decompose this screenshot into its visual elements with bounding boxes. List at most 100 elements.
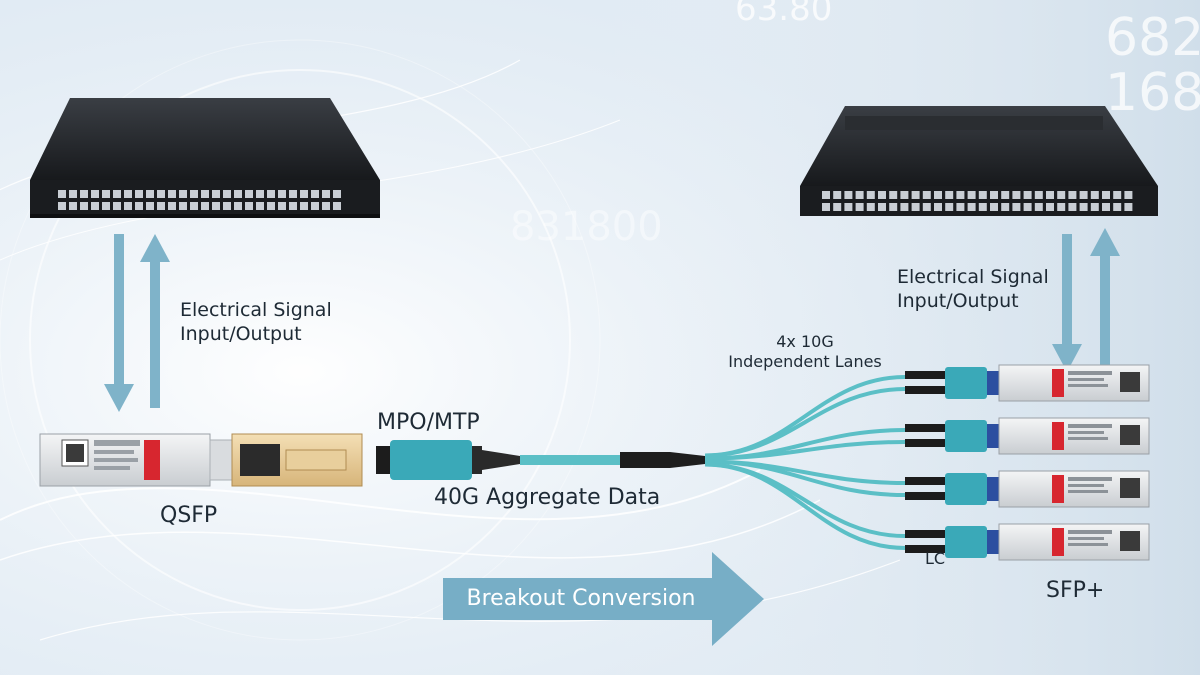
right-signal-label: Electrical Signal Input/Output [897, 265, 1049, 313]
switch-port [945, 203, 954, 211]
watermark-number: 63.80 [735, 0, 832, 29]
sfp-brand-tag [1052, 422, 1064, 450]
switch-port [146, 202, 154, 210]
switch-port [833, 203, 842, 211]
switch-port [889, 203, 898, 211]
switch-port [157, 202, 165, 210]
sfp-latch [987, 477, 999, 501]
mpo-mtp-label: MPO/MTP [377, 410, 480, 435]
switch-port [1057, 203, 1066, 211]
sfp-stack [905, 364, 1150, 561]
lanes-line1: 4x 10G [776, 332, 834, 351]
breakout-fiber [704, 462, 906, 538]
breakout-arrow-icon [443, 552, 764, 646]
switch-port [1001, 203, 1010, 211]
lanes-line2: Independent Lanes [728, 352, 882, 371]
switch-port [179, 202, 187, 210]
watermark-number: 682 [1105, 8, 1200, 68]
switch-port [124, 190, 132, 198]
left-signal-label: Electrical Signal Input/Output [180, 298, 332, 346]
breakout-fanout [704, 375, 906, 550]
switch-port [967, 191, 976, 199]
switch-port [1113, 203, 1122, 211]
mpo-connector-icon [376, 440, 520, 480]
switch-port [855, 203, 864, 211]
switch-port [190, 190, 198, 198]
switch-port [190, 202, 198, 210]
right-switch-icon [800, 106, 1158, 216]
lc-duplex-clip [945, 526, 987, 558]
switch-port [300, 190, 308, 198]
switch-port [223, 202, 231, 210]
switch-port [990, 203, 998, 211]
switch-port [267, 190, 275, 198]
switch-port [889, 191, 898, 199]
switch-port [1034, 203, 1043, 211]
switch-port [945, 191, 954, 199]
switch-port [956, 203, 965, 211]
lc-duplex-clip [945, 420, 987, 452]
breakout-conversion-label: Breakout Conversion [466, 586, 696, 611]
switch-port [278, 190, 286, 198]
right-signal-arrows [1052, 228, 1120, 372]
sfp-label-line [1068, 437, 1108, 440]
switch-port [245, 190, 253, 198]
lc-connector-icon [905, 477, 945, 485]
left-signal-line2: Input/Output [180, 323, 302, 345]
sfp-label-line [1068, 371, 1112, 375]
switch-port [1068, 191, 1077, 199]
sfp-brand-tag [1052, 475, 1064, 503]
switch-port [844, 203, 853, 211]
switch-port [833, 191, 842, 199]
switch-port [201, 190, 209, 198]
breakout-fiber [704, 459, 906, 497]
switch-port [300, 202, 308, 210]
switch-port [124, 202, 132, 210]
watermark-number: 168 [1105, 63, 1200, 123]
sfp-latch [987, 371, 999, 395]
switch-port [212, 190, 220, 198]
sfp-label-line [1068, 424, 1112, 428]
switch-port [1057, 191, 1066, 199]
breakout-fiber [704, 440, 906, 461]
switch-port [1079, 203, 1088, 211]
switch-port [1124, 191, 1133, 199]
switch-port [822, 191, 830, 199]
sfp-label-line [1068, 490, 1108, 493]
sfp-label-line [1068, 431, 1104, 434]
switch-port [311, 202, 319, 210]
switch-port [990, 191, 998, 199]
switch-port [1034, 191, 1043, 199]
switch-port [1001, 191, 1010, 199]
switch-port [1124, 203, 1133, 211]
switch-port [922, 191, 931, 199]
switch-port [179, 190, 187, 198]
qsfp-module-icon [39, 433, 363, 487]
switch-port [102, 202, 110, 210]
switch-port [267, 202, 275, 210]
switch-port [1012, 191, 1021, 199]
switch-port [80, 190, 88, 198]
switch-port [900, 191, 909, 199]
switch-port [1012, 203, 1021, 211]
switch-port [157, 190, 165, 198]
switch-port [102, 190, 110, 198]
switch-port [113, 202, 121, 210]
switch-port [878, 191, 886, 199]
switch-port [91, 202, 99, 210]
lanes-label: 4x 10G Independent Lanes [720, 332, 890, 372]
switch-port [1023, 203, 1032, 211]
left-signal-line1: Electrical Signal [180, 299, 332, 321]
switch-port [1102, 191, 1110, 199]
switch-port [234, 202, 242, 210]
switch-port [866, 203, 875, 211]
switch-port [911, 191, 920, 199]
switch-port [135, 190, 143, 198]
switch-port [1090, 191, 1099, 199]
switch-port [1068, 203, 1077, 211]
switch-port [256, 202, 264, 210]
switch-port [956, 191, 965, 199]
switch-port [135, 202, 143, 210]
